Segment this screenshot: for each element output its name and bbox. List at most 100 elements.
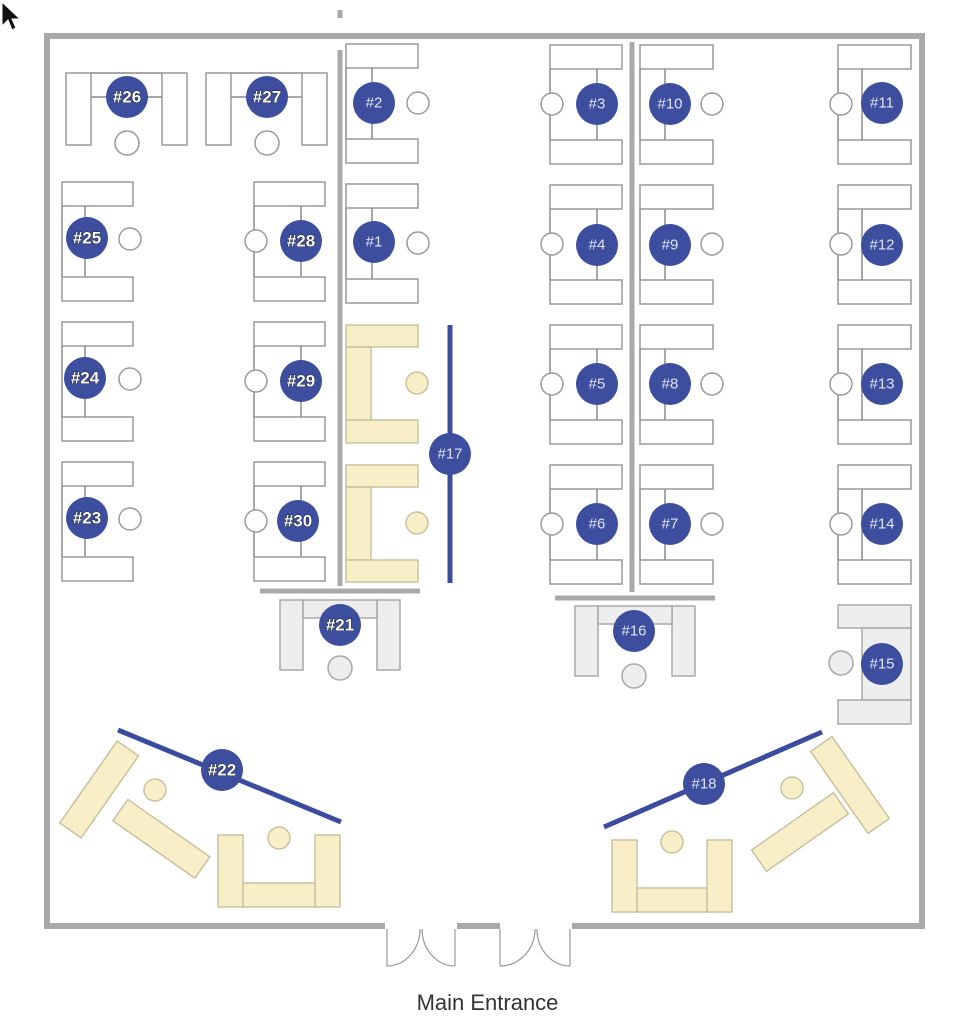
desk [549, 464, 623, 490]
workstation-28-marker[interactable]: #28 [280, 220, 322, 262]
desk [279, 599, 304, 671]
svg-text:#6: #6 [589, 516, 606, 533]
workstation-25-marker[interactable]: #25 [66, 217, 108, 259]
workstation-3-marker[interactable]: #3 [576, 83, 618, 125]
svg-text:#23: #23 [73, 509, 101, 528]
workstation-15-marker[interactable]: #15 [861, 643, 903, 685]
chair [540, 92, 564, 116]
chair [327, 655, 353, 681]
workstation-11-marker[interactable]: #11 [861, 82, 903, 124]
desk [837, 44, 912, 70]
desk [671, 605, 696, 677]
svg-text:#21: #21 [326, 616, 354, 635]
chair [700, 372, 724, 396]
workstation-9-marker[interactable]: #9 [649, 224, 691, 266]
desk [549, 279, 623, 305]
desk [549, 184, 623, 210]
chair [700, 512, 724, 536]
desk [61, 556, 134, 582]
workstation-6-marker[interactable]: #6 [576, 503, 618, 545]
workstation-24-marker[interactable]: #24 [64, 357, 106, 399]
svg-text:#11: #11 [870, 95, 894, 112]
desk [205, 72, 232, 146]
workstation-18-marker[interactable]: #18 [683, 763, 725, 805]
desk [574, 605, 599, 677]
desk [549, 559, 623, 585]
desk [837, 184, 912, 210]
chair [406, 91, 430, 115]
workstation-10-marker[interactable]: #10 [649, 83, 691, 125]
chair [244, 229, 268, 253]
desk [345, 138, 419, 164]
workstation-1-marker[interactable]: #1 [353, 221, 395, 263]
desk [61, 461, 134, 487]
chair [829, 512, 853, 536]
desk [639, 139, 714, 165]
workstation-27-marker[interactable]: #27 [246, 76, 288, 118]
desk [639, 464, 714, 490]
collab-desks [345, 324, 429, 583]
lounge-right [611, 735, 891, 913]
workstation-13-marker[interactable]: #13 [861, 363, 903, 405]
workstation-22-marker[interactable]: #22 [201, 749, 243, 791]
workstation-17-marker[interactable]: #17 [429, 433, 471, 475]
workstation-4-marker[interactable]: #4 [576, 224, 618, 266]
svg-text:#28: #28 [287, 232, 315, 251]
desk [345, 43, 419, 69]
chair [828, 650, 854, 676]
desk [253, 556, 326, 582]
desk [639, 279, 714, 305]
desk [837, 139, 912, 165]
desk [376, 599, 401, 671]
chair [540, 512, 564, 536]
workstation-16-marker[interactable]: #16 [613, 610, 655, 652]
workstation-14-marker[interactable]: #14 [861, 503, 903, 545]
svg-text:#2: #2 [366, 95, 383, 112]
main-entrance-label: Main Entrance [416, 990, 559, 1015]
chair [118, 227, 142, 251]
svg-text:#29: #29 [287, 372, 315, 391]
chair [254, 130, 280, 156]
svg-text:#16: #16 [621, 623, 646, 640]
svg-text:#9: #9 [662, 237, 679, 254]
svg-text:#30: #30 [284, 512, 312, 531]
svg-text:#26: #26 [113, 88, 141, 107]
desk [65, 72, 92, 146]
desk [61, 181, 134, 207]
workstation-23-marker[interactable]: #23 [66, 497, 108, 539]
main-entrance-doors[interactable] [386, 928, 571, 967]
desk [253, 461, 326, 487]
workstation-7-marker[interactable]: #7 [649, 503, 691, 545]
workstation-26-marker[interactable]: #26 [106, 76, 148, 118]
workstation-29-marker[interactable]: #29 [280, 360, 322, 402]
desk [549, 44, 623, 70]
workstation-30-marker[interactable]: #30 [277, 500, 319, 542]
furniture [61, 43, 912, 725]
workstation-2-marker[interactable]: #2 [353, 82, 395, 124]
svg-text:#18: #18 [691, 776, 716, 793]
workstation-21-marker[interactable]: #21 [319, 604, 361, 646]
desk [837, 419, 912, 445]
workstation-12-marker[interactable]: #12 [861, 224, 903, 266]
desk [345, 183, 419, 209]
workstation-5-marker[interactable]: #5 [576, 363, 618, 405]
mouse-cursor-icon [1, 0, 22, 31]
chair [118, 507, 142, 531]
svg-text:#1: #1 [366, 234, 383, 251]
desk [837, 604, 912, 629]
svg-text:#27: #27 [253, 88, 281, 107]
svg-text:#13: #13 [869, 376, 894, 393]
chair [540, 232, 564, 256]
chair [406, 231, 430, 255]
workstation-8-marker[interactable]: #8 [649, 363, 691, 405]
desk [61, 321, 134, 347]
desk [61, 416, 134, 442]
desk [639, 419, 714, 445]
desk [837, 559, 912, 585]
chair [540, 372, 564, 396]
chair [829, 372, 853, 396]
desk [161, 72, 188, 146]
svg-text:#14: #14 [869, 516, 894, 533]
desk [549, 324, 623, 350]
